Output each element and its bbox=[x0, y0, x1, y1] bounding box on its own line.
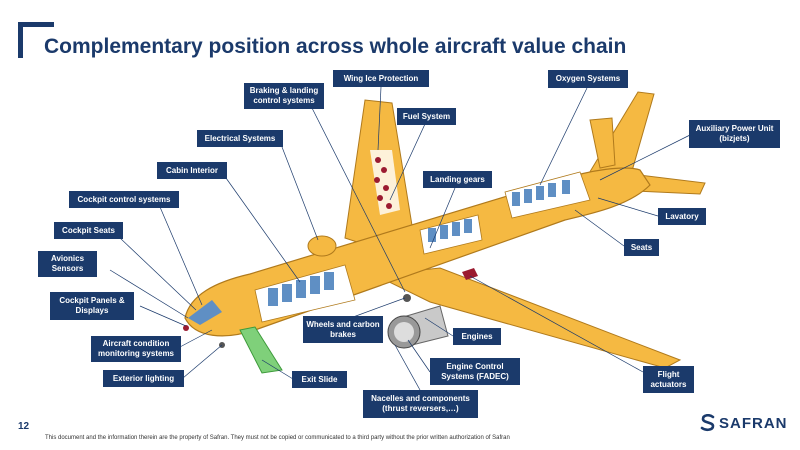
label-oxygen-systems: Oxygen Systems bbox=[548, 70, 628, 88]
label-exit-slide: Exit Slide bbox=[292, 371, 347, 388]
page-number: 12 bbox=[18, 421, 30, 432]
label-cockpit-panels-displays: Cockpit Panels & Displays bbox=[50, 292, 134, 320]
safran-logo-icon bbox=[700, 414, 715, 432]
label-nacelles-components: Nacelles and components (thrust reverser… bbox=[363, 390, 478, 418]
label-aircraft-condition-monitoring: Aircraft condition monitoring systems bbox=[91, 336, 181, 362]
label-electrical-systems: Electrical Systems bbox=[197, 130, 283, 147]
label-wheels-carbon-brakes: Wheels and carbon brakes bbox=[303, 316, 383, 343]
label-braking-landing-control: Braking & landing control systems bbox=[244, 83, 324, 109]
footer-disclaimer: This document and the information therei… bbox=[45, 435, 510, 441]
label-fuel-system: Fuel System bbox=[397, 108, 456, 125]
label-cockpit-control-systems: Cockpit control systems bbox=[69, 191, 179, 208]
label-auxiliary-power-unit: Auxiliary Power Unit (bizjets) bbox=[689, 120, 780, 148]
label-avionics-sensors: Avionics Sensors bbox=[38, 251, 97, 277]
title-bracket bbox=[18, 22, 54, 58]
label-cockpit-seats: Cockpit Seats bbox=[54, 222, 123, 239]
safran-logo: SAFRAN bbox=[700, 414, 788, 432]
label-exterior-lighting: Exterior lighting bbox=[103, 370, 184, 387]
label-lavatory: Lavatory bbox=[658, 208, 706, 225]
label-flight-actuators: Flight actuators bbox=[643, 366, 694, 393]
label-cabin-interior: Cabin Interior bbox=[157, 162, 227, 179]
label-wing-ice-protection: Wing Ice Protection bbox=[333, 70, 429, 87]
label-engines: Engines bbox=[453, 328, 501, 345]
label-engine-control-systems: Engine Control Systems (FADEC) bbox=[430, 358, 520, 385]
safran-logo-text: SAFRAN bbox=[719, 414, 788, 432]
page-title: Complementary position across whole airc… bbox=[44, 35, 627, 58]
label-landing-gears: Landing gears bbox=[423, 171, 492, 188]
label-seats: Seats bbox=[624, 239, 659, 256]
